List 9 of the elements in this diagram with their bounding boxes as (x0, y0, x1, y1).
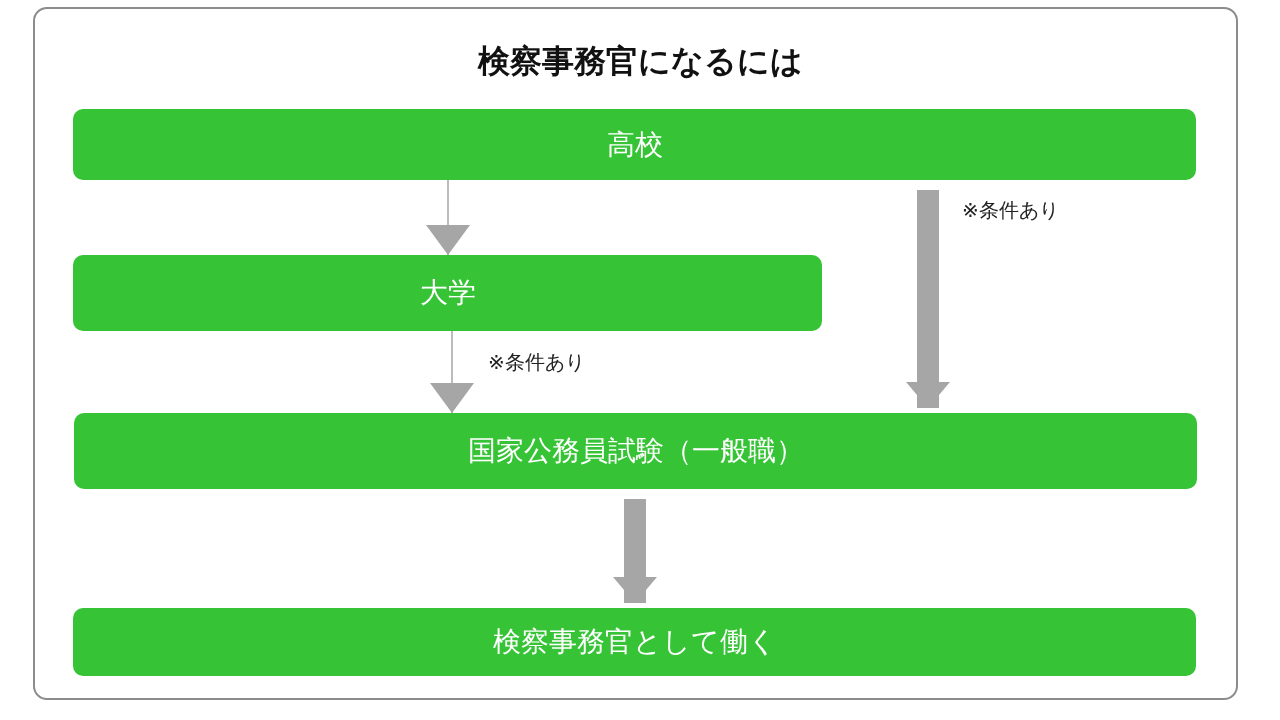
arrow (426, 179, 470, 256)
process-box: 大学 (73, 255, 822, 331)
process-box: 国家公務員試験（一般職） (74, 413, 1197, 489)
process-box: 検察事務官として働く (73, 608, 1196, 676)
process-box: 高校 (73, 109, 1196, 180)
diagram-title: 検察事務官になるには (477, 41, 803, 82)
arrow (906, 190, 950, 408)
arrow (613, 499, 657, 603)
arrow (430, 330, 474, 414)
